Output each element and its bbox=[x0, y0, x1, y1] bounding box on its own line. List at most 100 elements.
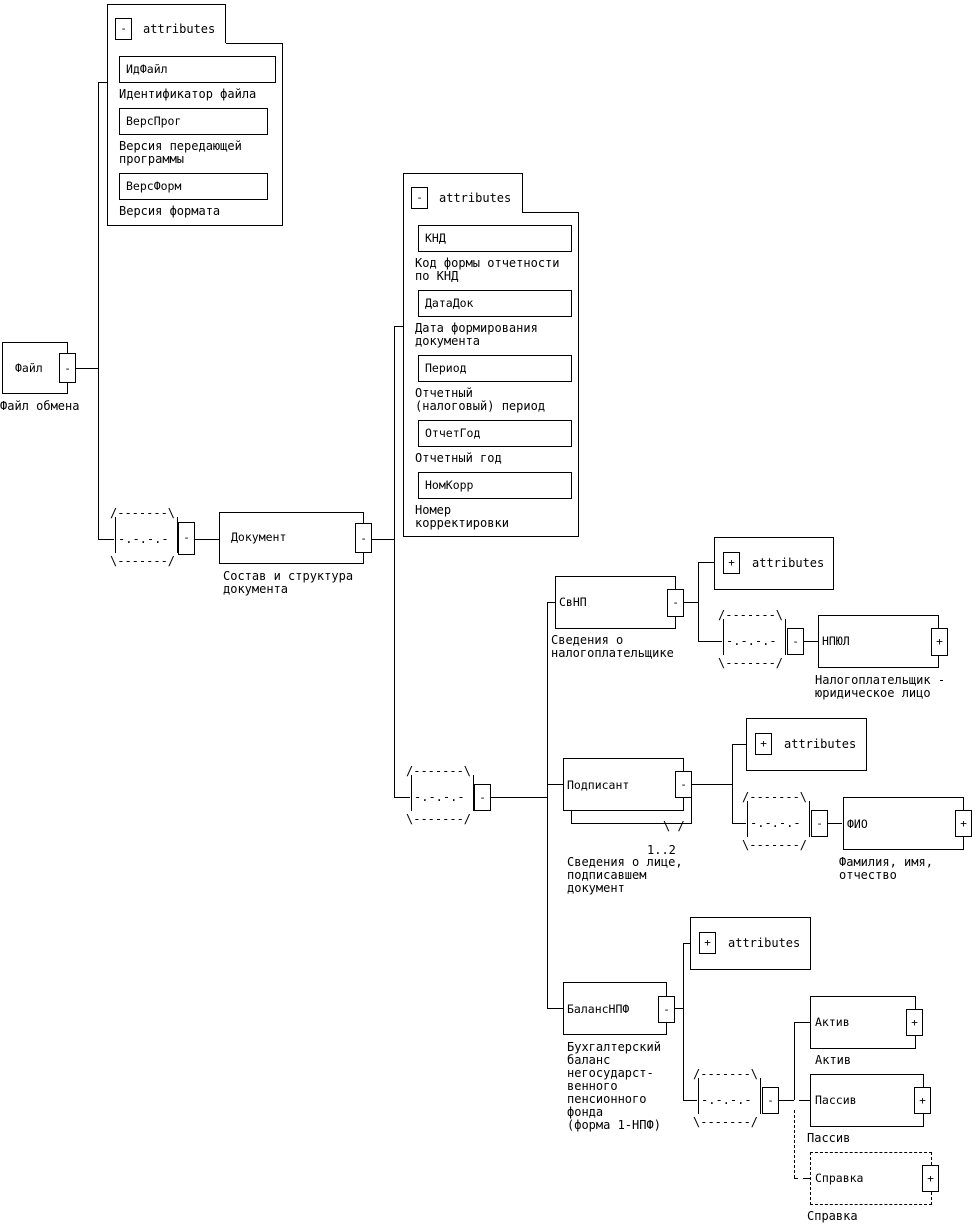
attribute-description: Версия формата bbox=[119, 204, 221, 218]
seq-bottom: \-------/ bbox=[110, 554, 176, 568]
attributes-collapsed[interactable]: + attributes bbox=[746, 718, 867, 771]
sequence-compositor: /-------\ -.-.-.- \-------/ bbox=[110, 506, 182, 568]
element-description: Бухгалтерский баланс негосударст- венног… bbox=[567, 1040, 661, 1132]
seq-side bbox=[760, 1078, 761, 1114]
connector bbox=[98, 539, 114, 540]
element-fail[interactable]: Файл bbox=[2, 342, 68, 394]
element-npyul[interactable]: НПЮЛ bbox=[818, 615, 939, 668]
element-podpisant[interactable]: Подписант bbox=[563, 758, 684, 811]
element-description: Сведения о лице, подписавшем документ bbox=[567, 855, 683, 895]
seq-side bbox=[723, 619, 724, 655]
expand-toggle[interactable]: + bbox=[914, 1087, 931, 1114]
attributes-label: attributes bbox=[728, 936, 801, 950]
seq-top: /-------\ bbox=[406, 764, 472, 778]
collapse-toggle[interactable]: - bbox=[474, 784, 491, 811]
element-description: Сведения о налогоплательщике bbox=[551, 633, 674, 660]
connector bbox=[698, 562, 714, 563]
seq-middle: -.-.-.- bbox=[750, 816, 801, 830]
connector bbox=[804, 641, 818, 642]
seq-side bbox=[411, 775, 412, 811]
connector bbox=[372, 539, 394, 540]
attribute-field[interactable]: ДатаДок bbox=[418, 290, 572, 317]
collapse-toggle[interactable]: - bbox=[59, 353, 76, 383]
expand-toggle[interactable]: + bbox=[906, 1009, 923, 1036]
attribute-description: Код формы отчетности по КНД bbox=[415, 256, 560, 283]
connector bbox=[547, 602, 548, 1008]
collapse-toggle[interactable]: - bbox=[658, 996, 675, 1023]
connector bbox=[394, 326, 395, 798]
collapse-toggle[interactable]: - bbox=[811, 810, 828, 837]
expand-toggle[interactable]: + bbox=[931, 628, 948, 656]
seq-side bbox=[177, 517, 178, 553]
attribute-field[interactable]: ОтчетГод bbox=[418, 420, 572, 447]
element-description: Состав и структура документа bbox=[223, 569, 354, 596]
attribute-description: Версия передающей программы bbox=[119, 139, 242, 166]
collapse-toggle[interactable]: - bbox=[667, 589, 684, 617]
collapse-toggle[interactable]: - bbox=[411, 187, 428, 209]
element-description: Пассив bbox=[807, 1131, 851, 1145]
attribute-field[interactable]: КНД bbox=[418, 225, 572, 252]
expand-toggle[interactable]: + bbox=[955, 810, 972, 837]
attribute-description: Отчетный (налоговый) период bbox=[415, 386, 546, 413]
element-spravka-optional[interactable]: Справка bbox=[810, 1152, 932, 1205]
element-passiv[interactable]: Пассив bbox=[810, 1074, 924, 1127]
seq-bottom: \-------/ bbox=[406, 812, 472, 826]
element-fio[interactable]: ФИО bbox=[843, 797, 964, 850]
attribute-name: НомКорр bbox=[425, 478, 474, 492]
element-name: СвНП bbox=[559, 595, 587, 609]
collapse-toggle[interactable]: - bbox=[762, 1087, 779, 1114]
collapse-toggle[interactable]: - bbox=[787, 628, 804, 655]
element-name: Актив bbox=[815, 1015, 850, 1029]
expand-toggle[interactable]: + bbox=[922, 1165, 939, 1192]
element-balansnpf[interactable]: БалансНПФ bbox=[563, 982, 667, 1035]
expand-toggle[interactable]: + bbox=[755, 733, 772, 755]
attributes-collapsed[interactable]: + attributes bbox=[690, 917, 811, 970]
seq-top: /-------\ bbox=[110, 506, 176, 520]
collapse-toggle[interactable]: - bbox=[115, 18, 132, 40]
seq-side bbox=[698, 1078, 699, 1114]
expand-toggle[interactable]: + bbox=[699, 932, 716, 954]
connector bbox=[683, 943, 684, 1100]
connector bbox=[794, 1178, 798, 1179]
element-svnp[interactable]: СвНП bbox=[555, 576, 676, 629]
connector bbox=[799, 1100, 810, 1101]
divider bbox=[522, 212, 579, 213]
element-description: Фамилия, имя, отчество bbox=[839, 855, 933, 882]
connector bbox=[732, 823, 746, 824]
attribute-field[interactable]: Период bbox=[418, 355, 572, 382]
seq-bottom: \-------/ bbox=[693, 1115, 759, 1129]
connector bbox=[683, 1100, 697, 1101]
attribute-field[interactable]: ВерсПрог bbox=[119, 108, 268, 135]
element-description: Налогоплательщик - юридическое лицо bbox=[815, 673, 946, 700]
seq-bottom: \-------/ bbox=[718, 656, 784, 670]
collapse-toggle[interactable]: - bbox=[178, 522, 195, 555]
attribute-description: Номер корректировки bbox=[415, 503, 509, 530]
expand-toggle[interactable]: + bbox=[723, 552, 740, 574]
collapse-toggle[interactable]: - bbox=[355, 523, 372, 553]
seq-middle: -.-.-.- bbox=[726, 634, 777, 648]
seq-top: /-------\ bbox=[693, 1067, 759, 1081]
collapse-toggle[interactable]: - bbox=[675, 771, 692, 798]
element-name: Документ bbox=[231, 530, 287, 544]
attribute-description: Дата формирования документа bbox=[415, 321, 538, 348]
attribute-field[interactable]: ИдФайл bbox=[119, 56, 276, 83]
connector bbox=[732, 744, 746, 745]
connector bbox=[394, 326, 403, 327]
element-aktiv[interactable]: Актив bbox=[810, 996, 916, 1049]
connector bbox=[698, 562, 699, 642]
attribute-field[interactable]: ВерсФорм bbox=[119, 173, 268, 200]
attribute-name: ВерсПрог bbox=[126, 114, 182, 128]
element-name: Подписант bbox=[567, 778, 630, 792]
attributes-collapsed[interactable]: + attributes bbox=[714, 537, 834, 590]
connector bbox=[675, 1008, 683, 1009]
element-dokument[interactable]: Документ bbox=[219, 512, 364, 564]
attribute-name: Период bbox=[425, 361, 467, 375]
seq-side bbox=[785, 619, 786, 655]
connector bbox=[732, 744, 733, 824]
seq-middle: -.-.-.- bbox=[118, 532, 169, 546]
connector bbox=[547, 1008, 563, 1009]
attributes-label: attributes bbox=[439, 191, 512, 205]
seq-side bbox=[747, 801, 748, 837]
attribute-description: Идентификатор файла bbox=[119, 87, 257, 101]
attribute-field[interactable]: НомКорр bbox=[418, 472, 572, 499]
